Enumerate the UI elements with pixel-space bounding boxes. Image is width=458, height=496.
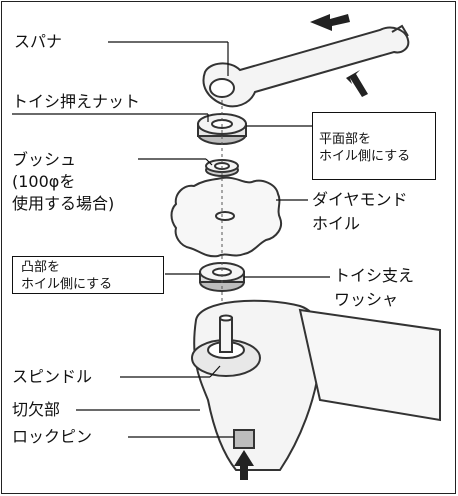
- label-convex-line2: ホイル側にする: [21, 277, 113, 292]
- label-bush-note1: (100φを: [12, 172, 76, 191]
- label-flat-line1: 平面部を: [319, 132, 372, 147]
- flat-side-note-box: 平面部を ホイル側にする: [312, 112, 436, 180]
- label-spindle: スピンドル: [12, 367, 93, 386]
- label-convex-line1: 凸部を: [21, 260, 61, 275]
- label-washer-line1: トイシ支え: [334, 266, 415, 285]
- label-washer-line2: ワッシャ: [334, 290, 399, 309]
- label-notch: 切欠部: [12, 400, 61, 419]
- tighten-arrow-icon: [310, 14, 368, 97]
- convex-side-note-box: 凸部を ホイル側にする: [12, 256, 164, 294]
- label-bush: ブッシュ: [12, 150, 77, 169]
- grinder-body-illustration: [191, 299, 441, 471]
- spanner-illustration: [202, 24, 410, 108]
- label-diamond-wheel-line1: ダイヤモンド: [312, 190, 408, 209]
- label-diamond-wheel-line2: ホイル: [312, 214, 361, 233]
- diamond-wheel-illustration: [170, 176, 282, 258]
- label-flat-line2: ホイル側にする: [319, 149, 411, 164]
- bush-illustration: [205, 159, 239, 177]
- label-lockpin: ロックピン: [12, 427, 93, 446]
- label-bush-note2: 使用する場合): [12, 194, 115, 213]
- push-arrow-icon: [234, 450, 254, 480]
- label-spanner: スパナ: [14, 32, 63, 51]
- leader-lines: [12, 41, 330, 438]
- label-toishi-nut: トイシ押えナット: [12, 92, 141, 111]
